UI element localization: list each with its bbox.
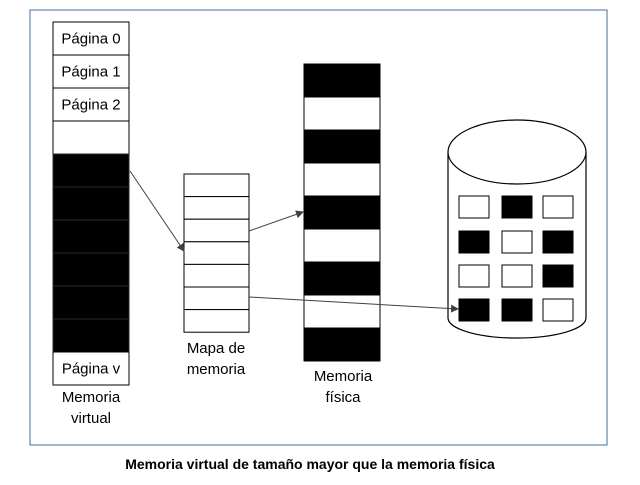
virtual-page-label: Página 1	[61, 64, 120, 81]
physical-frame	[303, 327, 381, 362]
virtual-page-cell	[52, 351, 130, 386]
disk-block	[542, 230, 574, 254]
disk-block	[501, 230, 533, 254]
virtual-memory-caption-line2: virtual	[71, 410, 111, 427]
physical-frame	[303, 162, 381, 197]
page-map-caption-line1: Mapa de	[187, 340, 245, 357]
disk-block	[542, 264, 574, 288]
page-map-row	[183, 196, 250, 220]
physical-frame	[303, 96, 381, 131]
disk-block	[458, 195, 490, 219]
virtual-page-label: Página v	[62, 361, 121, 378]
arrow-map-to-disk	[248, 296, 459, 313]
page-map-row	[183, 286, 250, 311]
virtual-memory: Página 0 Página 1 Página 2 Página v	[52, 21, 130, 386]
virtual-page-cell	[52, 219, 130, 254]
physical-frame	[303, 261, 381, 296]
virtual-page-cell	[52, 252, 130, 287]
physical-frame	[303, 129, 381, 164]
virtual-memory-caption-line1: Memoria	[62, 389, 121, 406]
disk-block	[501, 298, 533, 322]
disk-block	[458, 230, 490, 254]
diagram-frame	[29, 9, 608, 446]
arrow-map-to-physical	[248, 210, 304, 232]
disk-block	[542, 298, 574, 322]
virtual-page-cell	[52, 318, 130, 353]
physical-memory	[303, 63, 381, 362]
disk-top	[447, 119, 587, 185]
disk-block	[542, 195, 574, 219]
disk-block	[501, 264, 533, 288]
figure-caption: Memoria virtual de tamaño mayor que la m…	[125, 456, 495, 472]
page-map-row	[183, 218, 250, 243]
virtual-page-label: Página 0	[61, 31, 120, 48]
virtual-page-cell	[52, 120, 130, 155]
virtual-page-cell	[52, 186, 130, 221]
physical-frame	[303, 63, 381, 98]
virtual-page-cell	[52, 153, 130, 188]
physical-memory-caption-line1: Memoria	[314, 368, 373, 385]
arrow-vm-to-map	[129, 170, 185, 252]
disk-cylinder	[447, 119, 587, 339]
disk-block	[458, 298, 490, 322]
virtual-page-label: Página 2	[61, 97, 120, 114]
disk-grid	[458, 195, 574, 322]
page-map-row	[183, 263, 250, 288]
page-map-row	[183, 241, 250, 265]
physical-frame	[303, 228, 381, 263]
page-map-row	[183, 173, 250, 198]
page-map-row	[183, 309, 250, 333]
virtual-page-cell	[52, 87, 130, 122]
page-map-caption-line2: memoria	[187, 361, 246, 378]
virtual-page-cell	[52, 54, 130, 89]
virtual-page-cell	[52, 285, 130, 320]
disk-block	[501, 195, 533, 219]
physical-frame	[303, 294, 381, 329]
physical-frame	[303, 195, 381, 230]
page-map	[183, 173, 250, 333]
disk-block	[458, 264, 490, 288]
physical-memory-caption-line2: física	[325, 389, 361, 406]
